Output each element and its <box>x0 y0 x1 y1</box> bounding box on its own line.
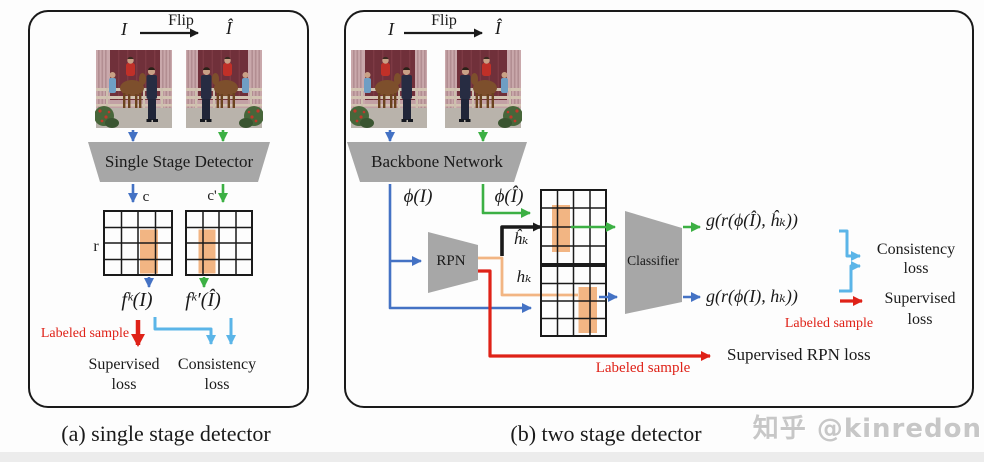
supervised-loss-a-line1: Supervised <box>88 356 160 373</box>
panel-b-frame <box>344 10 974 408</box>
flip-label-b: Flip <box>431 12 457 29</box>
supervised-rpn-loss-label: Supervised RPN loss <box>727 345 871 364</box>
flipped-input-label-a: Î <box>226 18 232 38</box>
panel-a-frame <box>28 10 309 408</box>
supervised-loss-b-line2: loss <box>907 311 933 328</box>
labeled-sample-mid-b: Labeled sample <box>784 316 874 331</box>
labeled-sample-bottom-b: Labeled sample <box>595 360 691 376</box>
feature-grid-b-original <box>540 265 607 337</box>
flipped-input-label-b: Î <box>495 18 501 38</box>
consistency-loss-b-line2: loss <box>903 260 929 277</box>
row-label: r <box>93 238 99 255</box>
col-flipped-label: c' <box>207 188 217 204</box>
photo-original-b <box>350 50 427 128</box>
input-label-b: I <box>388 19 394 39</box>
feat-flipped-label-a: fᵏ′(Î) <box>185 289 221 311</box>
hk-hat-label: ĥₖ <box>513 229 529 248</box>
roi-bar <box>198 229 216 274</box>
photo-original-a <box>95 50 172 128</box>
phi-i-hat-label: ϕ(Î) <box>494 186 524 207</box>
photo-flipped-b <box>445 50 522 128</box>
feature-grid-a-original <box>103 210 173 276</box>
rpn-label: RPN <box>436 253 466 269</box>
roi-bar <box>552 205 570 252</box>
backbone-network-label: Backbone Network <box>371 152 503 171</box>
consistency-loss-b-line1: Consistency <box>876 241 956 258</box>
phi-i-label: ϕ(I) <box>403 186 433 207</box>
caption-b: (b) two stage detector <box>510 421 702 446</box>
labeled-sample-a: Labeled sample <box>40 326 130 341</box>
input-label-a: I <box>121 19 127 39</box>
roi-bar <box>140 229 158 274</box>
bottom-strip <box>0 452 984 462</box>
feat-label-a: fᵏ(I) <box>121 289 153 311</box>
roi-bar <box>578 287 597 333</box>
caption-a: (a) single stage detector <box>61 421 271 446</box>
flip-label-a: Flip <box>168 12 194 29</box>
consistency-loss-a-line2: loss <box>204 376 230 393</box>
col-label: c <box>142 189 150 205</box>
consistency-loss-a-line1: Consistency <box>177 356 257 373</box>
supervised-loss-b-line1: Supervised <box>884 290 956 307</box>
classifier-label: Classifier <box>627 253 679 268</box>
hk-label: hₖ <box>516 267 532 286</box>
single-stage-detector-label: Single Stage Detector <box>104 152 254 171</box>
supervised-loss-a-line2: loss <box>111 376 137 393</box>
zhihu-watermark: 知乎 @kinredon <box>752 414 982 444</box>
photo-flipped-a <box>186 50 263 128</box>
feature-grid-b-flipped <box>540 189 607 265</box>
output-flipped-label: g(r(ϕ(Î), ĥₖ)) <box>706 210 798 230</box>
feature-grid-a-flipped <box>185 210 253 276</box>
output-label: g(r(ϕ(I), hₖ)) <box>706 286 798 306</box>
